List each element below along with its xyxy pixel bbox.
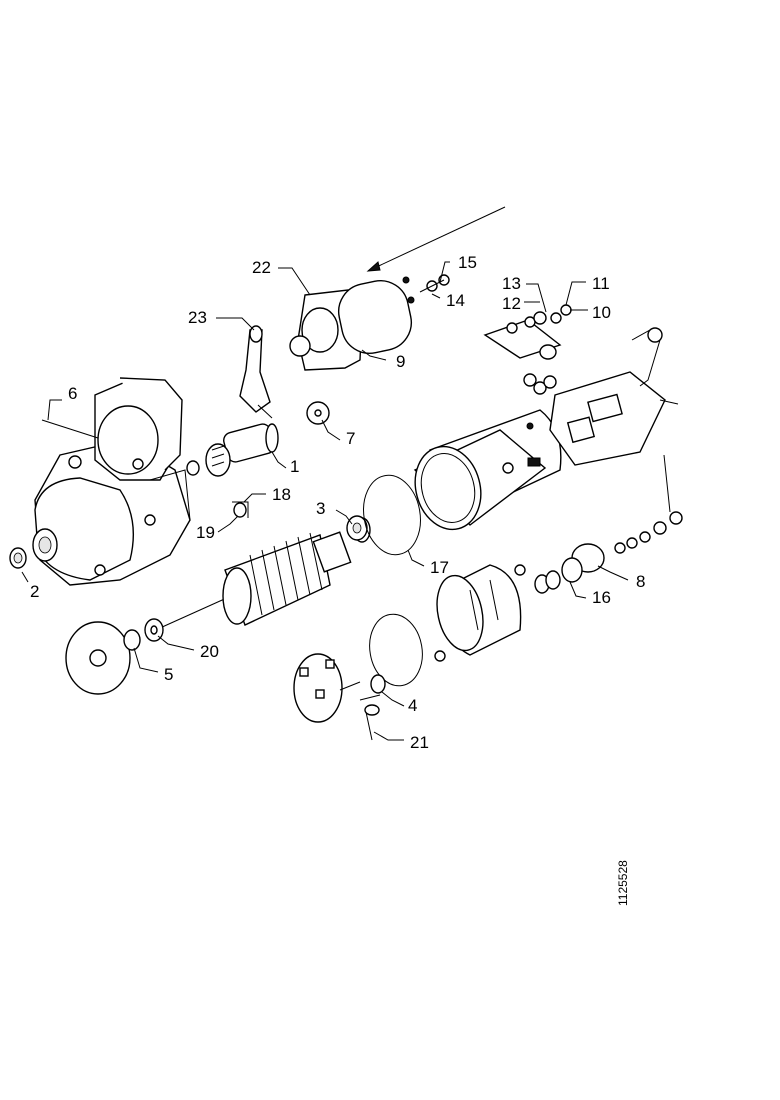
callout-2: 2 bbox=[30, 582, 39, 601]
terminal-hardware bbox=[419, 274, 572, 395]
callout-7: 7 bbox=[346, 429, 355, 448]
through-bolt bbox=[366, 206, 506, 272]
callout-10: 10 bbox=[592, 303, 611, 322]
callout-4: 4 bbox=[408, 696, 417, 715]
document-reference-number: 1125528 bbox=[616, 860, 630, 906]
callout-14: 14 bbox=[446, 291, 465, 310]
callout-5: 5 bbox=[164, 665, 173, 684]
callout-1: 1 bbox=[290, 457, 299, 476]
callout-13: 13 bbox=[502, 274, 521, 293]
callout-23: 23 bbox=[188, 308, 207, 327]
callout-17: 17 bbox=[430, 558, 449, 577]
callout-6: 6 bbox=[68, 384, 77, 403]
field-yoke bbox=[413, 409, 562, 531]
drive-end-housing bbox=[32, 377, 191, 586]
callout-11: 11 bbox=[592, 274, 610, 293]
brush-plate bbox=[293, 653, 386, 741]
o-ring-bottom bbox=[369, 613, 423, 687]
callout-8: 8 bbox=[636, 572, 645, 591]
callout-3: 3 bbox=[316, 499, 325, 518]
callout-12: 12 bbox=[502, 294, 521, 313]
o-ring-17 bbox=[363, 474, 421, 556]
commutator-end-frame bbox=[434, 564, 526, 662]
bushing-2 bbox=[9, 547, 27, 569]
callout-labels: 1 2 3 4 5 6 7 8 9 10 11 12 13 14 15 16 1… bbox=[30, 253, 645, 752]
callout-15: 15 bbox=[458, 253, 477, 272]
callout-19: 19 bbox=[196, 523, 215, 542]
callout-18: 18 bbox=[272, 485, 291, 504]
nut-18-19 bbox=[186, 460, 249, 518]
callout-9: 9 bbox=[396, 352, 405, 371]
bearing-3 bbox=[346, 515, 368, 541]
callout-20: 20 bbox=[200, 642, 219, 661]
bearing-plate bbox=[65, 618, 164, 695]
end-cap-parts bbox=[534, 454, 683, 594]
armature bbox=[159, 517, 371, 629]
drive-pinion-1 bbox=[205, 423, 279, 477]
brush-holder bbox=[549, 327, 679, 466]
washer-7 bbox=[306, 401, 330, 425]
solenoid-22 bbox=[289, 276, 415, 371]
callout-21: 21 bbox=[410, 733, 429, 752]
callout-22: 22 bbox=[252, 258, 271, 277]
leader-lines bbox=[21, 261, 629, 741]
fork-lever-23 bbox=[239, 325, 273, 419]
callout-16: 16 bbox=[592, 588, 611, 607]
bolt-6 bbox=[41, 419, 99, 439]
